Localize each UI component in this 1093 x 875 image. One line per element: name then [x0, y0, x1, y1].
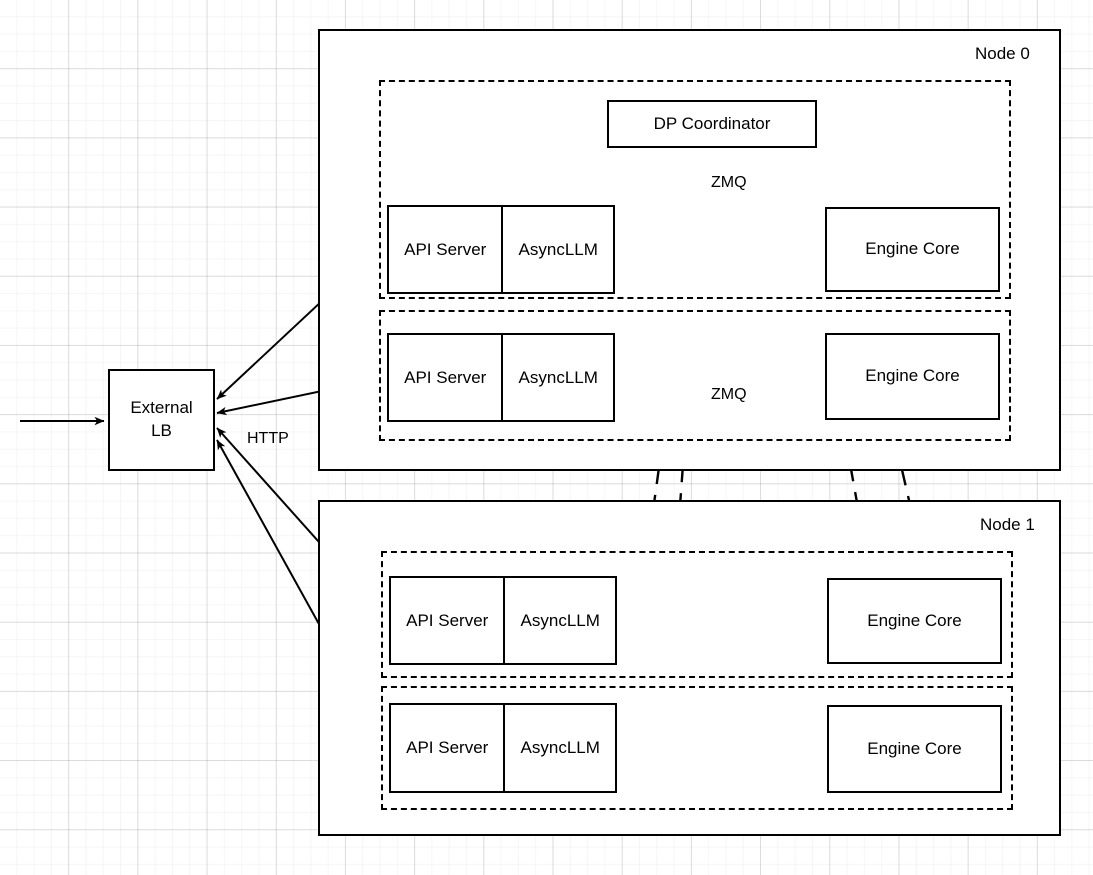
engine-core-label-node0-group0: Engine Core — [865, 239, 960, 259]
external-lb-label-line1: External — [130, 398, 193, 418]
engine-core-box-node1-group0[interactable]: Engine Core — [827, 578, 1002, 664]
engine-core-box-node1-group1[interactable]: Engine Core — [827, 705, 1002, 793]
api-server-box-node1-group1[interactable]: API Server AsyncLLM — [389, 703, 617, 793]
api-server-label-node1-group0: API Server — [391, 578, 506, 663]
http-label: HTTP — [247, 430, 289, 447]
dp-coordinator-box[interactable]: DP Coordinator — [607, 100, 817, 148]
node-label-node0: Node 0 — [975, 44, 1030, 63]
api-server-label-node1-group1: API Server — [391, 705, 506, 791]
engine-core-box-node0-group0[interactable]: Engine Core — [825, 207, 1000, 292]
dashed-group-node1-group1 — [381, 686, 1013, 810]
node-label-node1: Node 1 — [980, 515, 1035, 534]
api-server-label-node0-group0: API Server — [389, 207, 504, 292]
api-server-box-node0-group1[interactable]: API Server AsyncLLM — [387, 333, 615, 422]
dashed-group-node0-group0 — [379, 80, 1011, 299]
asyncllm-label-node0-group1: AsyncLLM — [518, 367, 598, 387]
asyncllm-label-node1-group1: AsyncLLM — [520, 738, 600, 757]
asyncllm-label-node1-group0: AsyncLLM — [520, 610, 600, 630]
dp-coordinator-label: DP Coordinator — [653, 113, 771, 133]
asyncllm-label-node0-group0: AsyncLLM — [518, 239, 598, 259]
dashed-group-node0-group1 — [379, 310, 1011, 441]
api-server-label-node0-group1: API Server — [389, 335, 504, 420]
engine-core-label-node1-group1: Engine Core — [867, 738, 962, 758]
external-lb-box[interactable]: External LB — [108, 369, 215, 471]
api-server-box-node1-group0[interactable]: API Server AsyncLLM — [389, 576, 617, 665]
zmq-label-node0-group1: ZMQ — [711, 386, 747, 403]
api-server-box-node0-group0[interactable]: API Server AsyncLLM — [387, 205, 615, 294]
engine-core-label-node1-group0: Engine Core — [867, 610, 962, 630]
dashed-group-node1-group0 — [381, 551, 1013, 678]
engine-core-label-node0-group1: Engine Core — [865, 366, 960, 386]
external-lb-label-line2: LB — [151, 421, 172, 440]
coordinator-zmq-label: ZMQ — [711, 174, 747, 191]
engine-core-box-node0-group1[interactable]: Engine Core — [825, 333, 1000, 420]
